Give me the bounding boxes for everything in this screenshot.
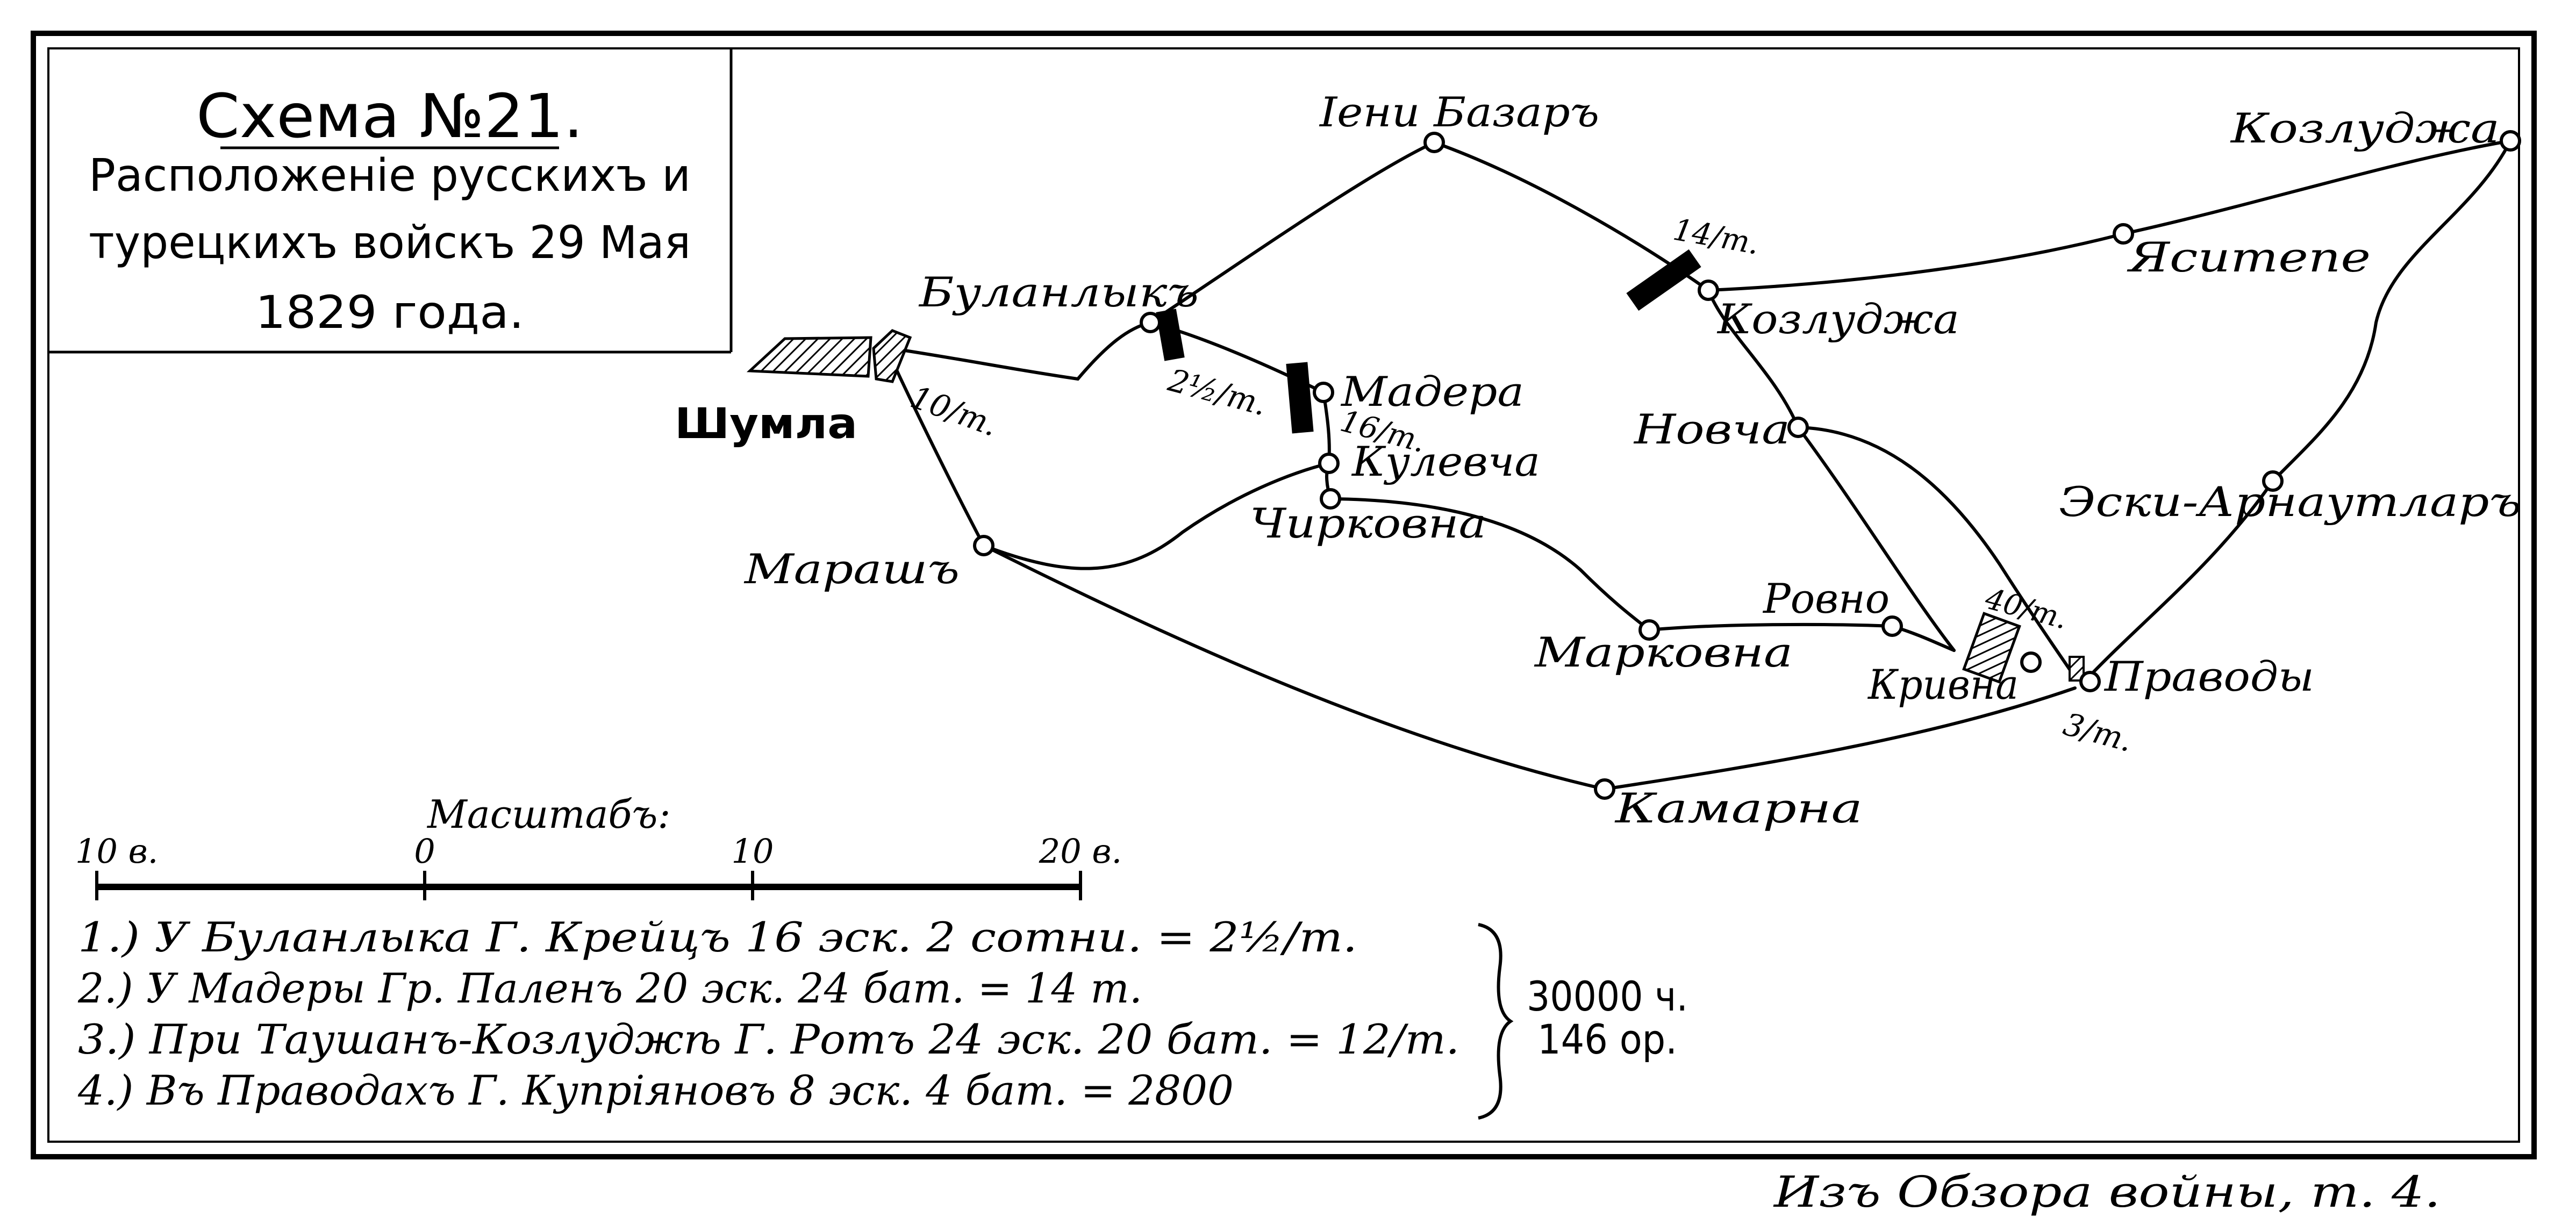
- title-box: Схема №21. Расположеніе русскихъ и турец…: [49, 48, 733, 354]
- label-kozludzha-ne: Козлуджа: [2230, 104, 2500, 152]
- troop-marker-kozludzha: [1626, 249, 1701, 311]
- road-marash-kamarna: [982, 544, 1606, 791]
- settlement-pravody: [2079, 671, 2101, 692]
- scheme-title: Схема №21.: [196, 82, 583, 152]
- road-kozludzha-ne-arnautlar: [2271, 139, 2512, 483]
- scale-title: Масштабъ:: [426, 792, 671, 837]
- settlement-bulanlyk: [1140, 312, 1161, 333]
- legend-item-1: 1.) У Буланлыка Г. Крейцъ 16 эск. 2 сотн…: [78, 913, 1357, 961]
- place-labels: Шумла Буланлыкъ Іени Базаръ Козлуджа Коз…: [675, 88, 2521, 832]
- label-bulanlyk: Буланлыкъ: [918, 268, 1199, 316]
- label-marash: Марашъ: [743, 545, 960, 593]
- label-kulevcha: Кулевча: [1351, 438, 1540, 485]
- road-novcha-krivna: [1797, 426, 1956, 652]
- road-yasitepe-kozludzha-ne: [2122, 139, 2512, 235]
- troop-marker-pravody: [2069, 656, 2085, 682]
- troop-marker-madera: [1286, 362, 1314, 434]
- settlement-rovno: [1881, 615, 1903, 637]
- label-chirkovna: Чирковна: [1250, 499, 1486, 547]
- label-kamarna: Камарна: [1614, 784, 1863, 832]
- legend-item-3: 3.) При Таушанъ-Козлуджѣ Г. Ротъ 24 эск.…: [78, 1015, 1459, 1063]
- road-shumla-bulanlyk: [896, 321, 1152, 381]
- road-markovna-rovno: [1648, 622, 1894, 632]
- settlement-novcha: [1787, 417, 1809, 438]
- scale-line: [97, 884, 1081, 890]
- road-novcha-pravody: [1797, 426, 2077, 679]
- settlement-eski-arnautlar: [2262, 470, 2284, 492]
- legend: 1.) У Буланлыка Г. Крейцъ 16 эск. 2 сотн…: [77, 913, 1688, 1120]
- source-note: Изъ Обзора войны, т. 4.: [1773, 1167, 2441, 1217]
- settlement-kamarna: [1594, 778, 1615, 800]
- label-markovna: Марковна: [1534, 628, 1793, 676]
- label-novcha: Новча: [1633, 405, 1790, 453]
- title-line-3: 1829 года.: [255, 286, 524, 339]
- settlement-chirkovna: [1320, 488, 1341, 510]
- scale-tick-label: 20 в.: [1039, 832, 1122, 871]
- label-yasitepe: Яситепе: [2127, 233, 2371, 281]
- title-line-2: турецкихъ войскъ 29 Мая: [89, 216, 691, 269]
- troop-label-pravody: 3/т.: [2059, 706, 2136, 759]
- road-bulanlyk-yenibazar: [1149, 141, 1436, 324]
- road-arnautlar-pravody: [2087, 479, 2274, 679]
- road-kozludzha-novcha: [1707, 289, 1800, 429]
- map-frame: [31, 31, 2537, 1159]
- label-pravody: Праводы: [2103, 653, 2314, 700]
- label-krivna: Кривна: [1867, 661, 2019, 708]
- settlement-yeni-bazar: [1423, 132, 1445, 153]
- scale-tick-label: 10 в.: [75, 832, 158, 871]
- shumla-fortress: [746, 329, 912, 383]
- settlement-markovna: [1638, 619, 1660, 641]
- road-chirkovna-markovna: [1329, 497, 1651, 632]
- troop-label-bulanlyk: 2½/т.: [1164, 362, 1270, 423]
- legend-brace: [1478, 923, 1514, 1120]
- legend-total-guns: 146 ор.: [1537, 1015, 1677, 1063]
- road-shumla-marash: [885, 348, 985, 547]
- troop-marker-krivna: [1962, 612, 2021, 684]
- settlements: [973, 130, 2521, 800]
- settlement-krivna: [2020, 651, 2042, 673]
- troop-marker-bulanlyk: [1156, 309, 1185, 361]
- road-kamarna-pravody: [1603, 686, 2077, 791]
- settlement-kozludzha-ne: [2500, 130, 2521, 152]
- settlement-kulevcha: [1318, 453, 1340, 474]
- troop-markers: [1156, 249, 2085, 684]
- road-marash-kulevcha: [982, 462, 1330, 570]
- settlement-madera: [1313, 382, 1334, 403]
- settlement-yasitepe: [2113, 223, 2134, 245]
- scale-tick-label: 10: [732, 832, 774, 871]
- settlement-marash: [973, 535, 994, 556]
- scale-bar: Масштабъ: 10 в. 0 10 20 в.: [75, 792, 1122, 900]
- label-yeni-bazar: Іени Базаръ: [1319, 88, 1599, 136]
- label-eski-arnautlar: Эски-Арнаутларъ: [2059, 478, 2521, 526]
- label-kozludzha: Козлуджа: [1716, 295, 1959, 343]
- legend-item-4: 4.) Въ Праводахъ Г. Купріяновъ 8 эск. 4 …: [77, 1066, 1234, 1114]
- scale-tick-label: 0: [414, 832, 435, 871]
- title-line-1: Расположеніе русскихъ и: [89, 149, 691, 202]
- settlement-kozludzha: [1698, 280, 1719, 301]
- legend-total-men: 30000 ч.: [1527, 972, 1688, 1020]
- label-rovno: Ровно: [1762, 575, 1890, 622]
- label-shumla: Шумла: [675, 400, 857, 448]
- label-madera: Мадера: [1340, 368, 1524, 416]
- road-kozludzha-yasitepe: [1707, 232, 2125, 292]
- troop-label-shumla: 10/т.: [906, 378, 1003, 443]
- legend-item-2: 2.) У Мадеры Гр. Паленъ 20 эск. 24 бат. …: [77, 964, 1142, 1012]
